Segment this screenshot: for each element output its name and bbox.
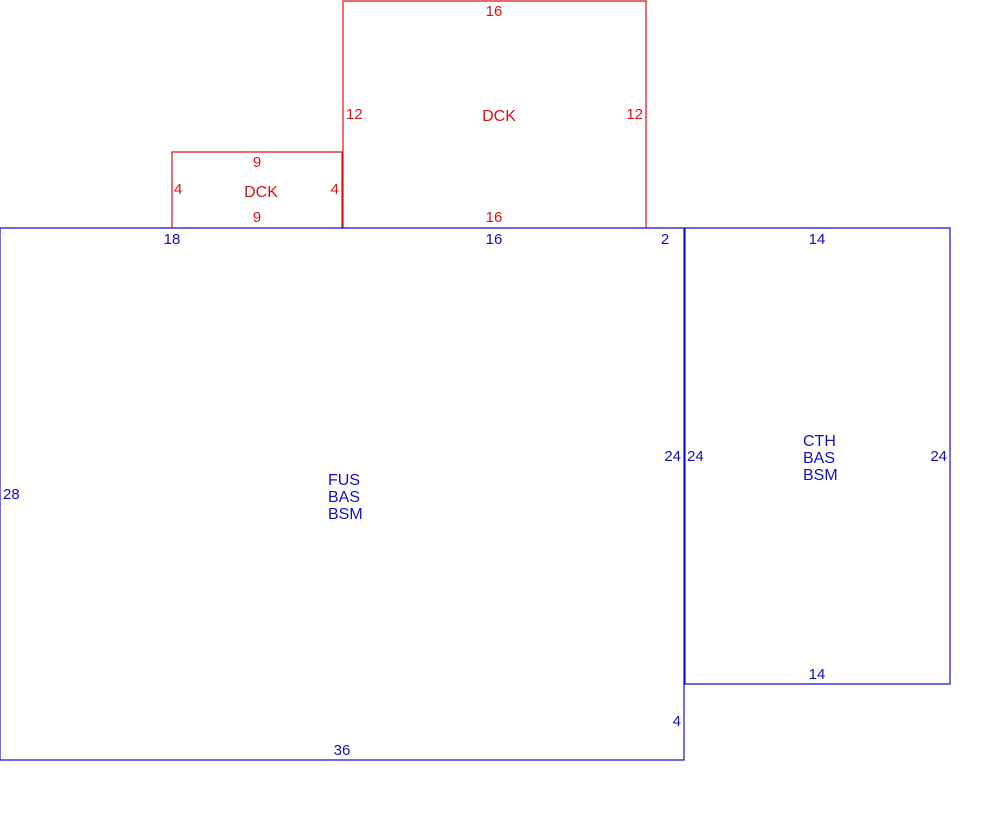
- deck-large-left-dimension: 12: [346, 106, 363, 123]
- deck-small-top-dimension: 9: [253, 154, 261, 171]
- deck-large-right-dimension: 12: [626, 106, 643, 123]
- wing-top-dimension: 14: [809, 231, 826, 248]
- deck-large-outline: [342, 0, 647, 228]
- wing: 14 14 24 24 CTH BAS BSM: [684, 227, 951, 685]
- wing-label-line-3: BSM: [803, 467, 838, 484]
- deck-small: 9 9 4 4 DCK: [171, 151, 343, 228]
- wing-left-dimension: 24: [687, 448, 704, 465]
- main-house-top-right-dimension: 2: [661, 231, 669, 248]
- main-house-bottom-right-dimension: 4: [673, 713, 681, 730]
- deck-large-label: DCK: [482, 108, 516, 125]
- main-house-top-mid-dimension: 16: [486, 231, 503, 248]
- main-house-bottom-dimension: 36: [334, 742, 351, 759]
- main-house-left-dimension: 28: [3, 486, 20, 503]
- wing-bottom-dimension: 14: [809, 666, 826, 683]
- main-house: 18 16 2 28 24 4 36 FUS BAS BSM: [0, 227, 685, 761]
- deck-small-bottom-dimension: 9: [253, 209, 261, 226]
- deck-large-bottom-dimension: 16: [486, 209, 503, 226]
- main-house-outline: [0, 227, 685, 761]
- wing-label-line-2: BAS: [803, 450, 835, 467]
- main-house-label-line-1: FUS: [328, 472, 360, 489]
- deck-large-top-dimension: 16: [486, 3, 503, 20]
- main-house-top-left-dimension: 18: [164, 231, 181, 248]
- deck-small-outline: [171, 151, 343, 228]
- deck-small-right-dimension: 4: [331, 181, 339, 198]
- main-house-right-dimension: 24: [664, 448, 681, 465]
- deck-small-left-dimension: 4: [174, 181, 182, 198]
- deck-small-label: DCK: [244, 184, 278, 201]
- deck-large: 16 16 12 12 DCK: [342, 0, 647, 228]
- wing-label-line-1: CTH: [803, 433, 836, 450]
- main-house-label-line-3: BSM: [328, 506, 363, 523]
- wing-right-dimension: 24: [930, 448, 947, 465]
- wing-outline: [684, 227, 951, 685]
- main-house-label-line-2: BAS: [328, 489, 360, 506]
